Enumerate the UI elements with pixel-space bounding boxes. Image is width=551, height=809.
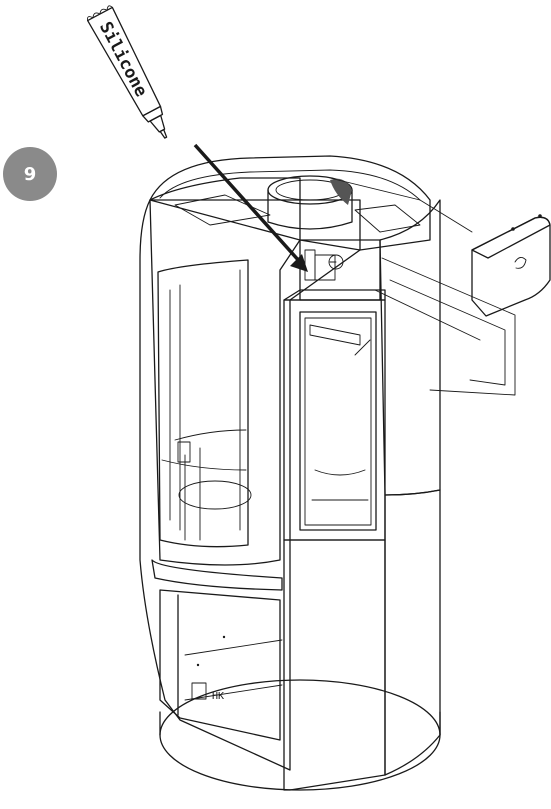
application-arrow-icon (193, 143, 308, 272)
step-number: 9 (23, 163, 37, 185)
stove-body: HK (139, 177, 361, 771)
step-number-badge: 9 (3, 147, 57, 201)
stove-base (159, 679, 441, 791)
stone-panels (283, 199, 441, 791)
top-cover-part (471, 214, 551, 317)
marking-label: HK (212, 691, 224, 702)
stove-top (149, 155, 431, 251)
guide-lines (329, 177, 516, 396)
silicone-tube: Silicone (86, 5, 168, 139)
